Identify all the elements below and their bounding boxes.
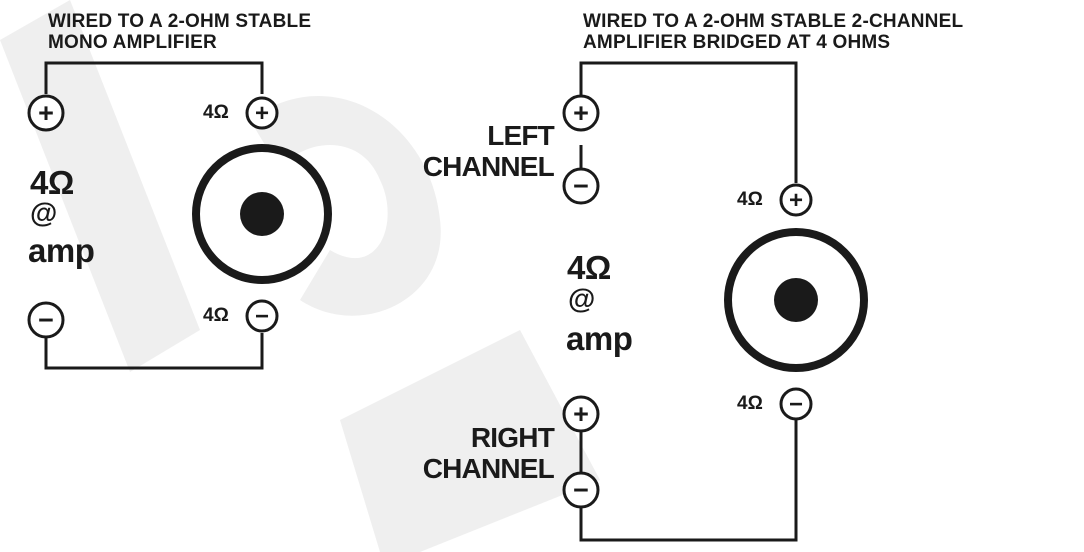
left-load-where: amp [28, 232, 95, 269]
left-amp-plus-terminal: + [27, 94, 65, 132]
left-channel-minus-terminal: − [562, 167, 600, 205]
plus-icon: + [255, 100, 269, 127]
left-amp-minus-terminal: − [27, 301, 65, 339]
left-wiring [44, 61, 264, 370]
right-channel-minus-terminal: − [562, 471, 600, 509]
right-load-where: amp [566, 320, 633, 357]
right-speaker-minus-terminal: − [779, 387, 813, 421]
minus-icon: − [573, 475, 589, 505]
left-title-line2: MONO AMPLIFIER [48, 32, 217, 53]
left-load-at: @ [30, 197, 57, 228]
left-speaker-minus-terminal: − [245, 299, 279, 333]
plus-icon: + [573, 98, 589, 128]
right-wiring [579, 61, 798, 542]
left-speaker-plus-label: 4Ω [203, 102, 229, 123]
left-load-value: 4Ω [30, 164, 74, 201]
right-load-value: 4Ω [567, 249, 611, 286]
left-speaker-plus-terminal: + [245, 96, 279, 130]
right-channel-label-line1: RIGHT [470, 422, 555, 453]
right-speaker-plus-label: 4Ω [737, 189, 763, 210]
left-channel-label-line1: LEFT [487, 120, 555, 151]
minus-icon: − [38, 305, 54, 335]
right-load-at: @ [568, 283, 595, 314]
plus-icon: + [38, 98, 54, 128]
right-channel-plus-terminal: + [562, 395, 600, 433]
plus-icon: + [789, 187, 803, 214]
left-channel-plus-terminal: 4Ω + [562, 94, 600, 132]
minus-icon: − [789, 391, 803, 418]
watermark [0, 0, 600, 552]
right-title-line2: AMPLIFIER BRIDGED AT 4 OHMS [583, 32, 891, 53]
left-speaker-minus-label: 4Ω [203, 305, 229, 326]
plus-icon: + [573, 399, 589, 429]
minus-icon: − [255, 303, 269, 330]
right-title-line1: WIRED TO A 2-OHM STABLE 2-CHANNEL [583, 11, 964, 32]
left-title-line1: WIRED TO A 2-OHM STABLE [48, 11, 312, 32]
left-channel-label-line2: CHANNEL [422, 151, 555, 182]
right-speaker-icon [724, 228, 868, 372]
right-speaker-plus-terminal: + [779, 183, 813, 217]
minus-icon: − [573, 171, 589, 201]
left-speaker-icon [192, 144, 332, 284]
right-channel-label-line2: CHANNEL [422, 453, 555, 484]
right-speaker-minus-label: 4Ω [737, 393, 763, 414]
